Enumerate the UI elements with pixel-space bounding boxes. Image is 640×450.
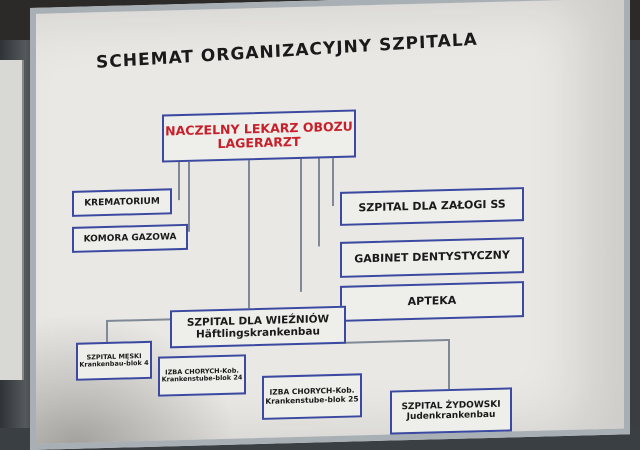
right-box-0: SZPITAL DLA ZAŁOGI SS — [340, 187, 524, 226]
right-label: APTEKA — [407, 293, 457, 308]
connector — [188, 159, 190, 232]
connector — [318, 156, 320, 247]
connector — [106, 318, 170, 323]
left-box-1: KOMORA GAZOWA — [72, 223, 188, 253]
connector — [332, 156, 334, 207]
board-title: SCHEMAT ORGANIZACYJNY SZPITALA — [95, 29, 479, 73]
sub-line2: Krankenbau-blok 4 — [79, 358, 149, 369]
sub-line2: Krankenstube-blok 24 — [161, 373, 243, 384]
prisoners-box: SZPITAL DLA WIEŹNIÓW Häftlingskrankenbau — [170, 305, 346, 349]
connector — [300, 156, 302, 292]
root-box: NACZELNY LEKARZ OBOZU LAGERARZT — [162, 109, 356, 163]
sub-box-1: IZBA CHORYCH-Kob.Krankenstube-blok 24 — [158, 354, 246, 397]
right-label: SZPITAL DLA ZAŁOGI SS — [358, 197, 506, 215]
connector — [248, 158, 250, 309]
left-label: KREMATORIUM — [84, 196, 160, 209]
org-chart-board: SCHEMAT ORGANIZACYJNY SZPITALA NACZELNY … — [30, 0, 630, 450]
right-box-2: APTEKA — [340, 281, 524, 322]
left-box-0: KREMATORIUM — [72, 188, 172, 217]
connector — [178, 160, 180, 201]
side-panel — [0, 60, 24, 380]
connector — [342, 339, 448, 344]
sub-line2: Judenkrankenbau — [406, 409, 496, 423]
sub-line2: Krankenstube-blok 25 — [265, 394, 359, 406]
right-label: GABINET DENTYSTYCZNY — [354, 248, 510, 266]
left-label: KOMORA GAZOWA — [83, 231, 177, 245]
connector — [106, 319, 108, 343]
connector — [448, 339, 450, 390]
sub-box-2: IZBA CHORYCH-Kob.Krankenstube-blok 25 — [262, 373, 362, 420]
right-box-1: GABINET DENTYSTYCZNY — [340, 237, 524, 278]
